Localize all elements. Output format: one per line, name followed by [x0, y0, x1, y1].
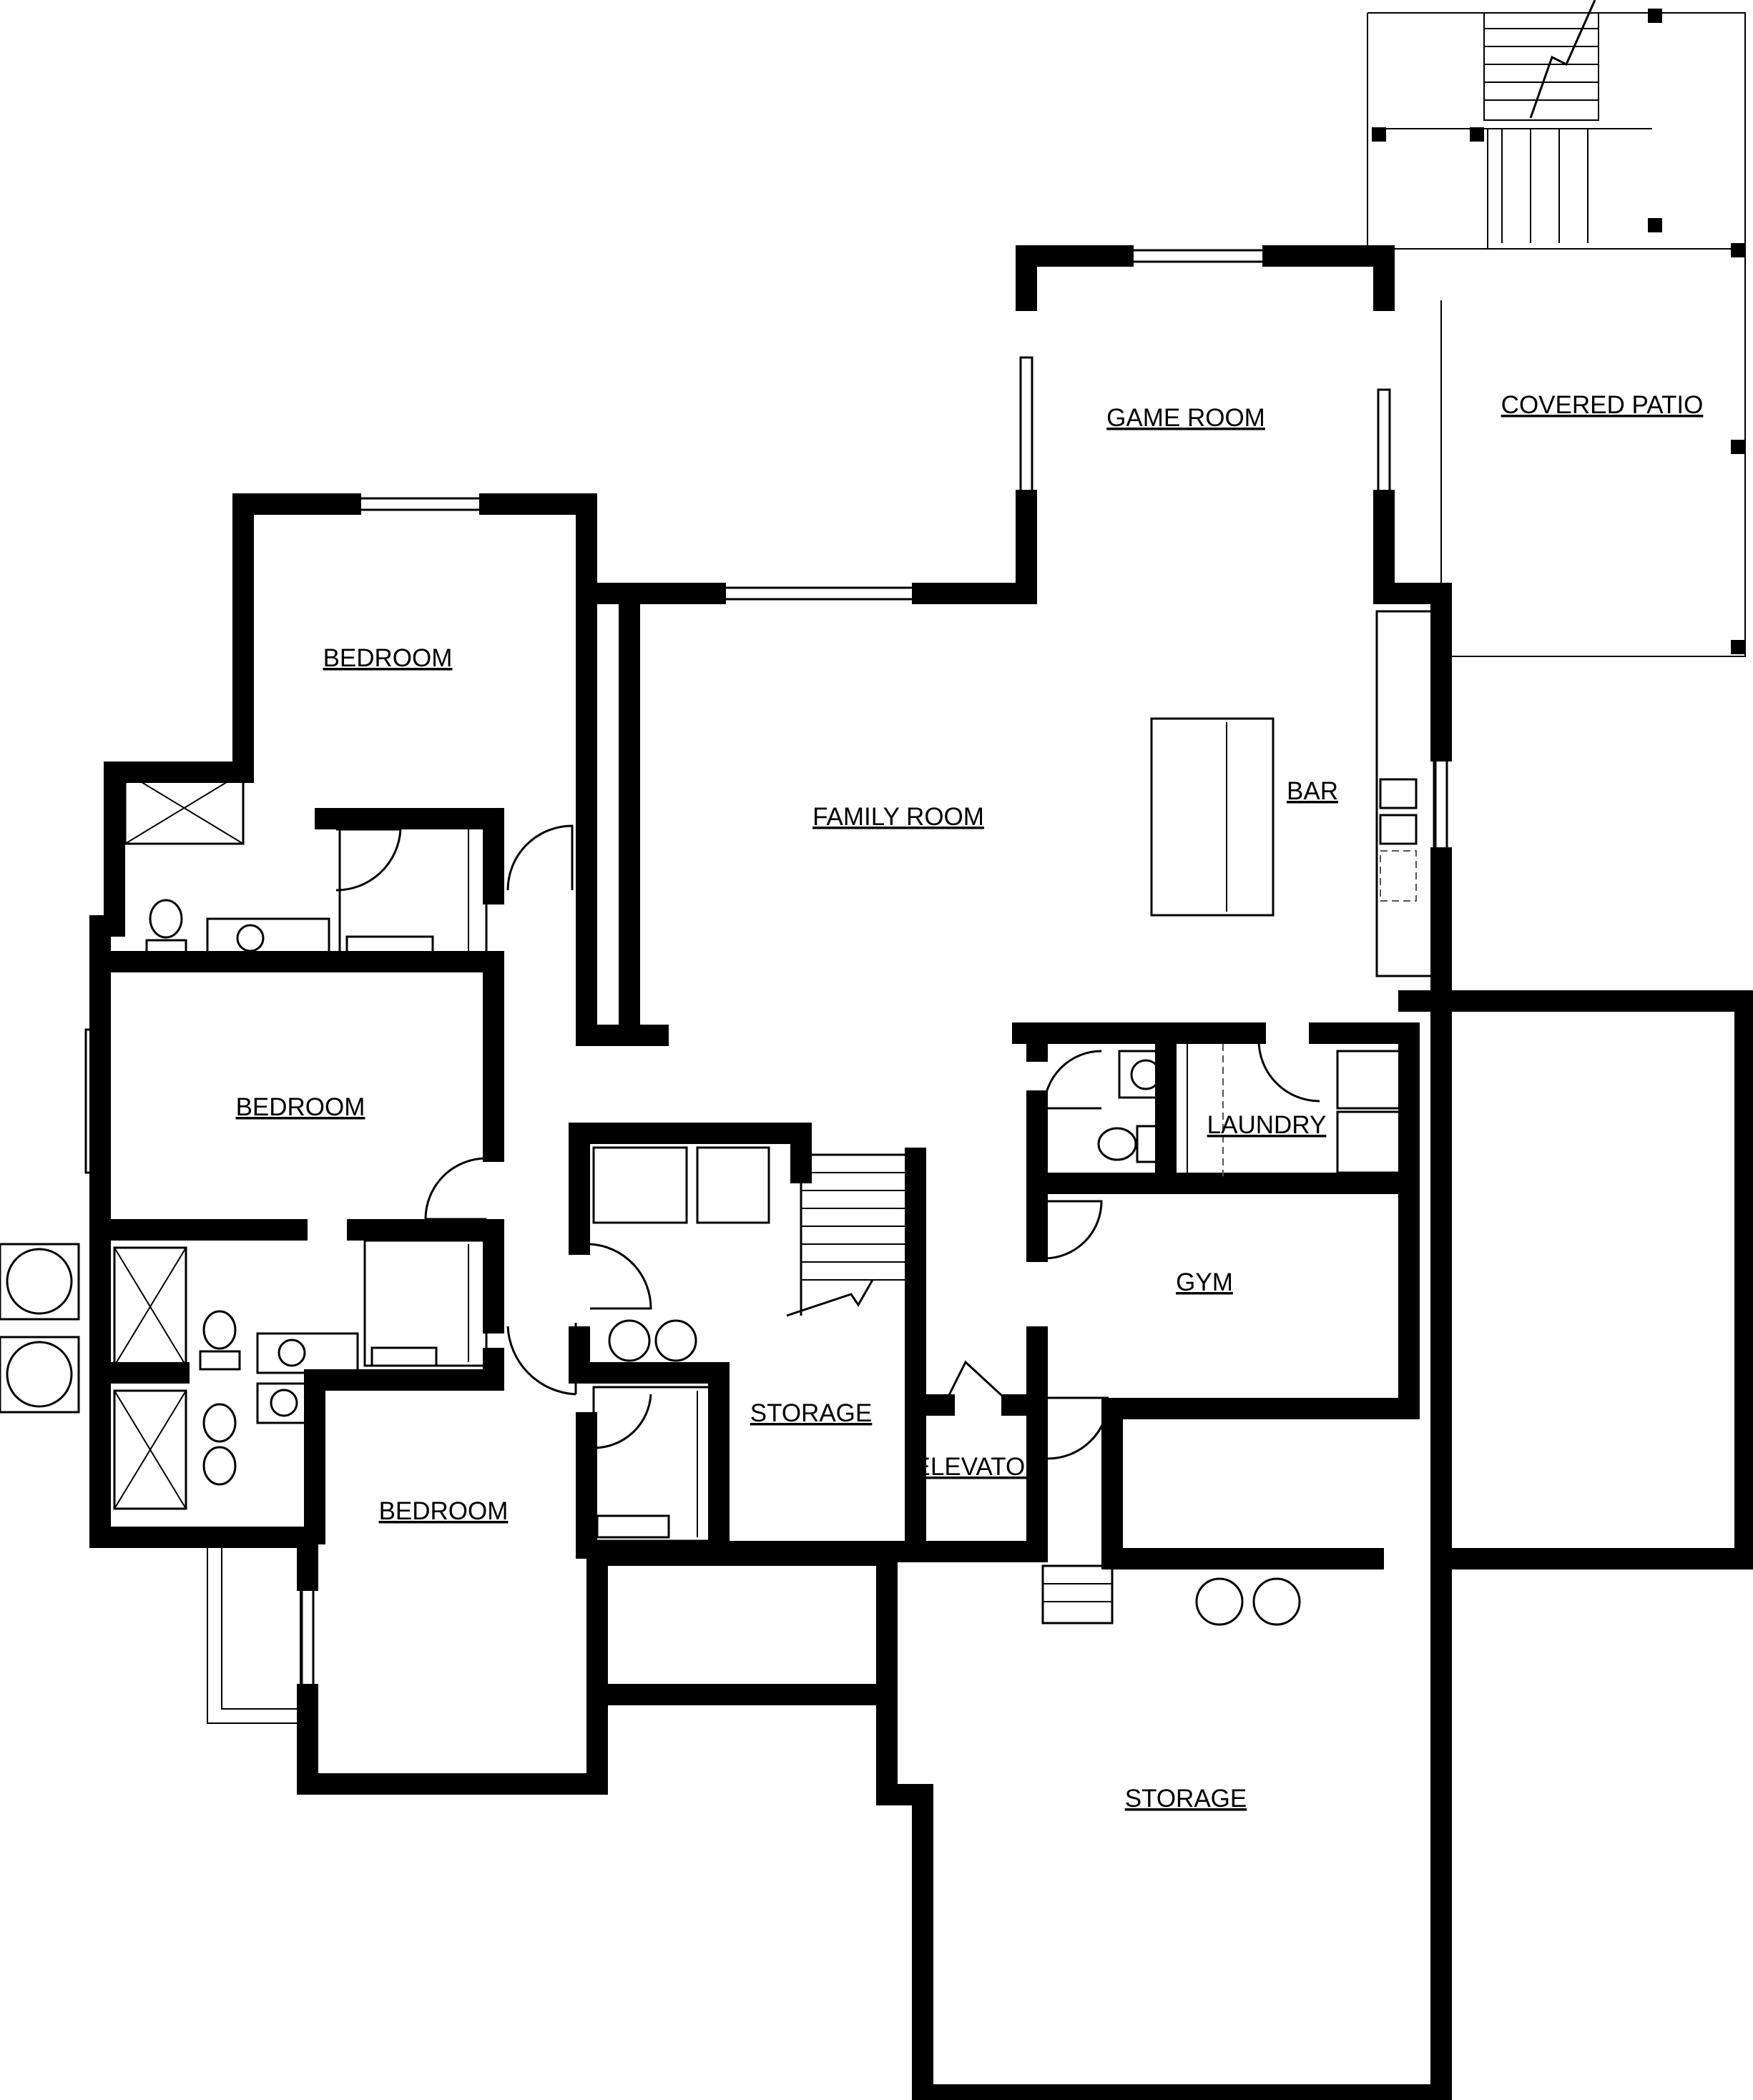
- shower-icon: [124, 771, 245, 845]
- window-icon: [1434, 756, 1448, 859]
- post-icon: [1648, 218, 1662, 232]
- stairs-icon: [786, 1153, 1114, 1625]
- door-swing-icon: [506, 824, 574, 891]
- laundry-fixtures: [1187, 1044, 1407, 1176]
- label-storage-bottom: STORAGE: [1125, 1785, 1247, 1813]
- door-swing-icon: [1257, 1040, 1320, 1103]
- toilet-icon: [202, 1310, 237, 1350]
- door-swing-icon: [589, 1243, 652, 1310]
- post-icon: [1372, 127, 1386, 142]
- post-icon: [1731, 243, 1745, 257]
- window-icon: [349, 497, 491, 511]
- water-heater-icon: [1195, 1577, 1244, 1626]
- ac-units: [0, 1243, 80, 1414]
- door-swing-icon: [1044, 1200, 1103, 1260]
- window-icon: [84, 1028, 99, 1174]
- ac-unit-icon: [0, 1243, 80, 1321]
- toilet-icon: [149, 899, 183, 939]
- window-icon: [1121, 249, 1275, 263]
- sink-icon: [1130, 1059, 1162, 1090]
- water-heater-icon: [654, 1319, 697, 1362]
- label-bar: BAR: [1287, 777, 1338, 805]
- label-bedroom-middle: BEDROOM: [236, 1093, 365, 1121]
- label-covered-patio: COVERED PATIO: [1501, 391, 1704, 419]
- sink-icon: [256, 1332, 359, 1374]
- label-bedroom-bottom: BEDROOM: [379, 1497, 509, 1525]
- door-swing-icon: [335, 829, 402, 892]
- closet-icon: [592, 1386, 717, 1542]
- bath-fixtures: [113, 771, 1167, 1510]
- door-swing-icon: [506, 1326, 576, 1396]
- doors: [335, 824, 1320, 1460]
- covered-patio-outline: [1367, 12, 1746, 657]
- label-game-room: GAME ROOM: [1106, 404, 1265, 432]
- post-icon: [1648, 9, 1662, 23]
- walls: [89, 245, 1753, 2100]
- water-heater-icon: [608, 1319, 651, 1362]
- post-icon: [1470, 127, 1484, 142]
- label-storage-center: STORAGE: [750, 1399, 873, 1427]
- door-swing-icon: [424, 1157, 487, 1220]
- sink-icon: [256, 1382, 316, 1424]
- storage-fixtures: [592, 1146, 1301, 1626]
- label-elevator: ELEVATOR: [914, 1453, 1044, 1481]
- patio-stairs: [1483, 0, 1599, 243]
- toilet-icon: [1097, 1127, 1137, 1161]
- bar-fixtures: [1150, 610, 1435, 977]
- washer-dryer-icon: [1336, 1110, 1407, 1174]
- closet-icon: [338, 824, 488, 956]
- closets: [338, 824, 717, 1542]
- sink-icon: [206, 917, 330, 960]
- window-icon: [1019, 356, 1033, 502]
- door-swing-icon: [943, 1360, 1013, 1406]
- window-icon: [714, 586, 920, 601]
- patio-posts: [1372, 9, 1745, 654]
- door-swing-icon: [593, 1394, 652, 1449]
- label-bedroom-top: BEDROOM: [323, 644, 453, 672]
- washer-dryer-icon: [1336, 1050, 1407, 1110]
- label-laundry: LAUNDRY: [1207, 1111, 1327, 1139]
- label-gym: GYM: [1176, 1268, 1233, 1296]
- door-swing-icon: [1047, 1397, 1110, 1460]
- room-labels: GAME ROOM COVERED PATIO BEDROOM FAMILY R…: [236, 391, 1704, 1813]
- label-family-room: FAMILY ROOM: [812, 803, 984, 831]
- toilet-icon: [202, 1403, 237, 1443]
- post-icon: [1731, 640, 1745, 654]
- shower-icon: [113, 1389, 187, 1510]
- window-icon: [300, 1543, 315, 1689]
- post-icon: [1731, 440, 1745, 454]
- bar-island-icon: [1150, 717, 1275, 917]
- toilet-icon: [202, 1446, 237, 1486]
- ac-unit-icon: [0, 1336, 80, 1414]
- window-icon: [1377, 388, 1391, 502]
- windows: [84, 249, 1448, 1724]
- window-icon: [107, 864, 122, 927]
- water-heater-icon: [1252, 1577, 1301, 1626]
- sink-icon: [1379, 778, 1418, 809]
- door-swing-icon: [1043, 1050, 1102, 1109]
- shower-icon: [113, 1246, 187, 1367]
